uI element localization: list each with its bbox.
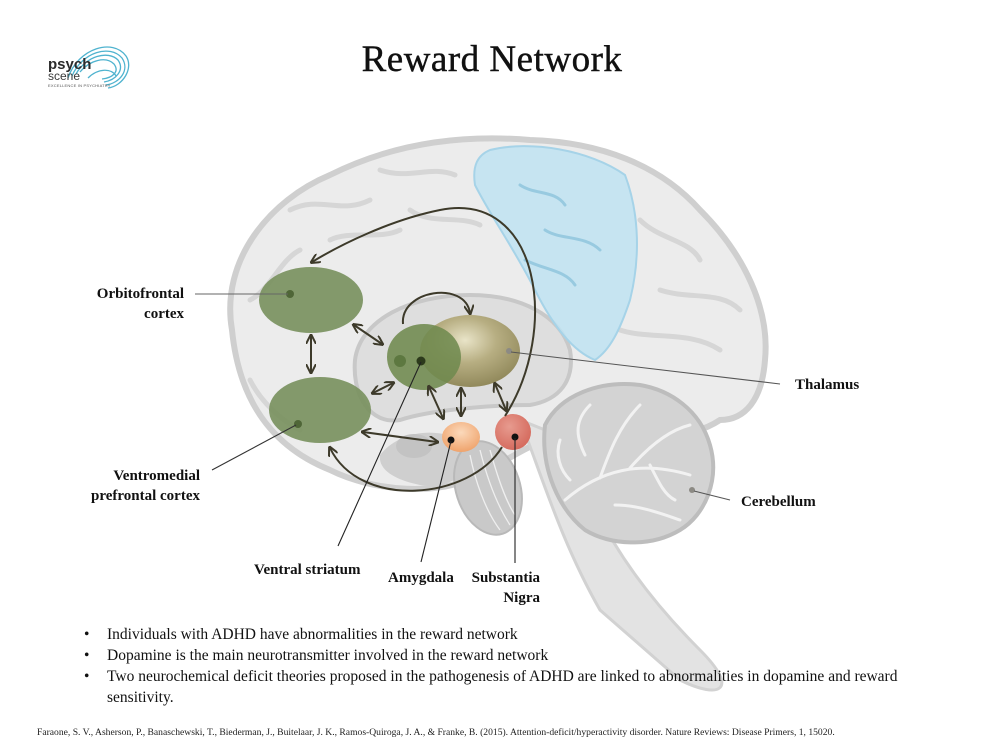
label-ventral-striatum: Ventral striatum [254,562,361,578]
label-substantia-nigra-line2: Nigra [503,590,540,606]
label-thalamus: Thalamus [795,377,860,393]
orbitofrontal-region [259,267,363,333]
reference-citation: Faraone, S. V., Asherson, P., Banaschews… [37,727,835,738]
logo-text-psych: psych [48,56,92,73]
bullet-text: Two neurochemical deficit theories propo… [107,668,898,706]
psych-scene-logo: psych scene EXCELLENCE IN PSYCHIATRY [38,38,138,98]
substantia-nigra-region [495,414,531,450]
connection-arrows [311,207,536,492]
label-orbitofrontal-line2: cortex [144,306,184,322]
label-amygdala: Amygdala [388,570,454,586]
page-title: Reward Network [361,39,623,80]
label-vmpfc-line1: Ventromedial [113,468,200,484]
label-substantia-nigra: Substantia Nigra [454,568,540,608]
bullet-list: • Individuals with ADHD have abnormalitie… [84,624,924,708]
amygdala-region [442,422,480,452]
bullet-item: • Individuals with ADHD have abnormalitie… [84,624,924,645]
logo-text-scene: scene [48,69,81,83]
bullet-text: Individuals with ADHD have abnormalities… [107,626,518,643]
wave-swirl-logo-icon [67,46,130,89]
bullet-item: • Two neurochemical deficit theories prop… [84,666,924,708]
label-cerebellum: Cerebellum [741,494,816,510]
bullet-item: • Dopamine is the main neurotransmitter i… [84,645,924,666]
bullet-dot: • [84,647,90,664]
logo-tagline: EXCELLENCE IN PSYCHIATRY [48,83,111,88]
bullet-dot: • [84,668,90,685]
vmpfc-region [269,377,371,443]
cerebellum-shape [542,382,716,545]
ventral-striatum-region [387,324,461,390]
label-orbitofrontal-cortex: Orbitofrontal cortex [60,284,184,324]
label-substantia-nigra-line1: Substantia [471,570,540,586]
bullet-text: Dopamine is the main neurotransmitter in… [107,647,549,664]
parietal-region [473,145,638,362]
label-orbitofrontal-line1: Orbitofrontal [96,286,184,302]
bullet-dot: • [84,626,90,643]
label-vmpfc-line2: prefrontal cortex [91,488,200,504]
label-ventromedial-prefrontal-cortex: Ventromedial prefrontal cortex [40,466,200,506]
leader-lines [195,293,781,563]
